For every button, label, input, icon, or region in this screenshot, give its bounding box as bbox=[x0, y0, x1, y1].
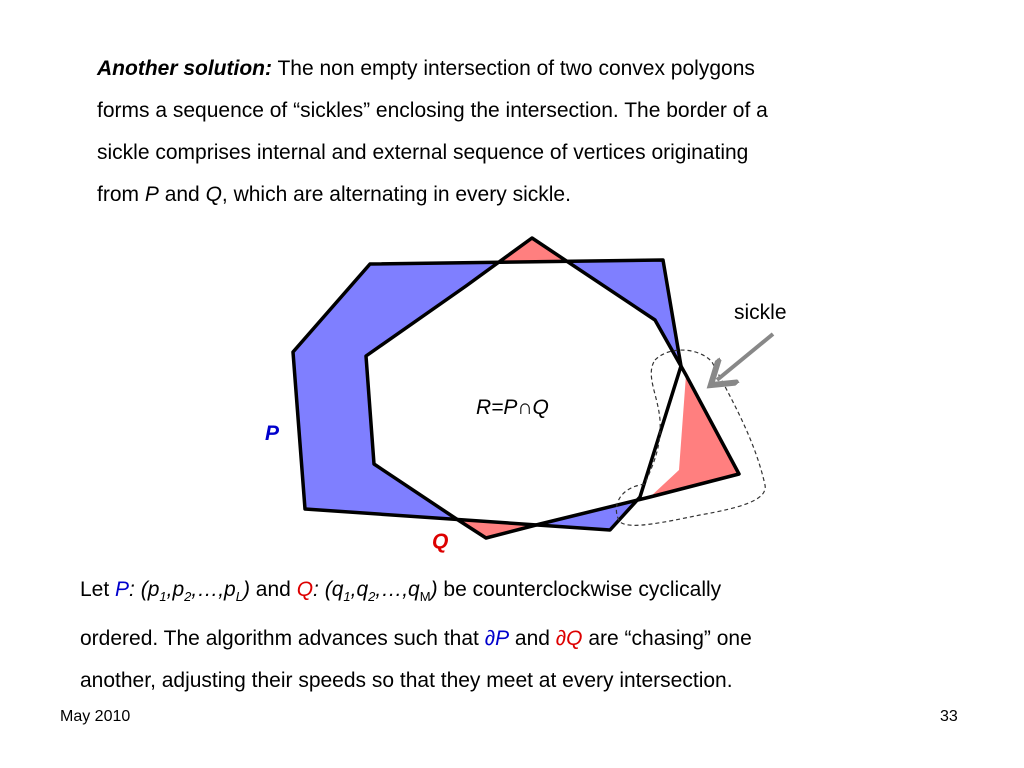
intro-line-1: Another solution: The non empty intersec… bbox=[97, 48, 768, 90]
intro-p: P bbox=[144, 183, 159, 206]
sub-m: M bbox=[419, 589, 431, 605]
bottom-p: P bbox=[115, 578, 130, 601]
intro-from: from bbox=[97, 183, 145, 206]
intro-line-4-text: , which are alternating in every sickle. bbox=[221, 183, 571, 206]
bottom-let: Let bbox=[80, 578, 116, 601]
bottom-line-2a: ordered. The algorithm advances such tha… bbox=[80, 627, 485, 651]
boundary-q: ∂Q bbox=[555, 627, 583, 651]
bottom-dots-2: ,…,q bbox=[375, 578, 420, 601]
bottom-line-2b: are “chasing” one bbox=[582, 627, 752, 651]
footer-date: May 2010 bbox=[60, 708, 131, 725]
bottom-close-2: ) bbox=[430, 578, 438, 601]
bottom-close-1: ) bbox=[242, 578, 250, 601]
bottom-line-1-text: be counterclockwise cyclically bbox=[437, 578, 722, 601]
polygon-p-outline bbox=[291, 258, 683, 532]
boundary-p: ∂P bbox=[484, 627, 510, 651]
bottom-line-3: another, adjusting their speeds so that … bbox=[80, 669, 733, 693]
intro-line-3: sickle comprises internal and external s… bbox=[97, 141, 749, 164]
intro-and: and bbox=[158, 183, 206, 206]
bottom-p-open: : (p bbox=[129, 578, 160, 601]
label-r: R=P∩Q bbox=[476, 396, 549, 419]
bottom-and-1: and bbox=[249, 578, 297, 601]
intro-q: Q bbox=[205, 183, 222, 206]
intro-line-1-text: The non empty intersection of two convex… bbox=[271, 57, 755, 80]
label-sickle: sickle bbox=[734, 301, 787, 324]
sickle-arrow bbox=[717, 332, 775, 380]
bottom-dots-1: ,…,p bbox=[191, 578, 236, 601]
intro-line-2: forms a sequence of “sickles” enclosing … bbox=[97, 99, 768, 122]
bottom-c1: ,p bbox=[166, 578, 185, 601]
bottom-line-1: Let P: (p1,p2,…,pL) and Q: (q1,q2,…,qM) … bbox=[80, 569, 752, 618]
sub-l: L bbox=[235, 589, 243, 605]
label-q: Q bbox=[432, 530, 448, 553]
bottom-c2: ,q bbox=[350, 578, 369, 601]
bottom-q: Q bbox=[296, 578, 314, 601]
bottom-q-open: : (q bbox=[313, 578, 344, 601]
polygon-q-outline bbox=[364, 236, 741, 540]
sub-2: 2 bbox=[184, 589, 192, 605]
intro-line-4: from P and Q, which are alternating in e… bbox=[97, 174, 768, 216]
sub-q1: 1 bbox=[343, 589, 351, 605]
bottom-paragraph: Let P: (p1,p2,…,pL) and Q: (q1,q2,…,qM) … bbox=[80, 569, 752, 702]
label-p: P bbox=[265, 422, 280, 445]
bottom-line-2: ordered. The algorithm advances such tha… bbox=[80, 618, 752, 660]
intersection-region bbox=[366, 260, 686, 524]
intro-lead: Another solution: bbox=[97, 57, 272, 80]
bottom-and-2: and bbox=[509, 627, 556, 651]
sub-1: 1 bbox=[159, 589, 167, 605]
sub-q2: 2 bbox=[368, 589, 376, 605]
footer-page-number: 33 bbox=[940, 708, 958, 725]
intro-paragraph: Another solution: The non empty intersec… bbox=[97, 48, 768, 216]
